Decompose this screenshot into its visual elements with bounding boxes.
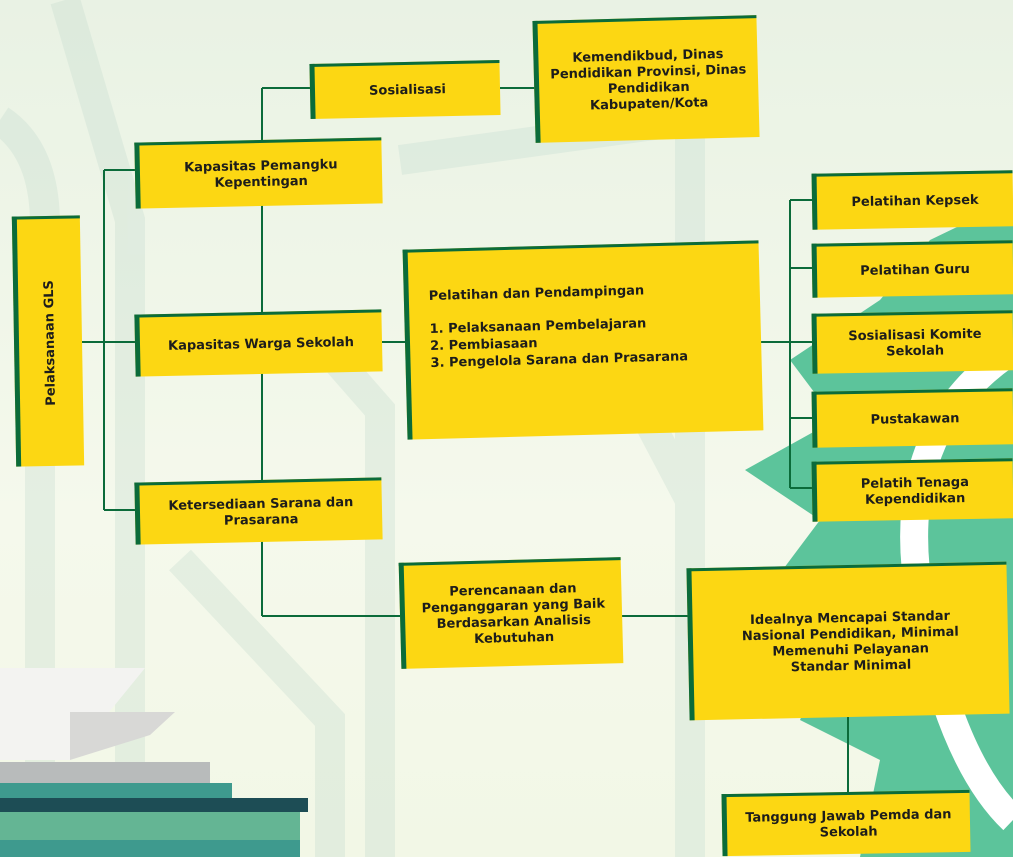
book-stack-illustration <box>0 668 308 857</box>
node-target-komite: Sosialisasi Komite Sekolah <box>811 310 1013 374</box>
target-pustakawan-label: Pustakawan <box>870 410 960 428</box>
target-tenaga-label: Pelatih Tenaga Kependidikan <box>860 474 970 508</box>
node-kapasitas-warga-label: Kapasitas Warga Sekolah <box>167 334 355 354</box>
node-tanggung-jawab: Tanggung Jawab Pemda dan Sekolah <box>721 789 971 857</box>
node-kapasitas-pemangku: Kapasitas Pemangku Kepentingan <box>134 137 383 209</box>
node-target-pustakawan: Pustakawan <box>811 388 1013 448</box>
node-perencanaan-label: Perencanaan dan Penganggaran yang Baik B… <box>421 580 606 647</box>
node-target-kepsek: Pelatihan Kepsek <box>811 170 1013 230</box>
node-target-tenaga: Pelatih Tenaga Kependidikan <box>811 458 1013 522</box>
node-kapasitas-pemangku-label: Kapasitas Pemangku Kepentingan <box>183 156 338 191</box>
root-node: Pelaksanaan GLS <box>11 215 85 467</box>
node-target-guru: Pelatihan Guru <box>811 240 1013 298</box>
node-pelatihan-pendampingan: Pelatihan dan Pendampingan 1. Pelaksanaa… <box>402 240 764 440</box>
target-kepsek-label: Pelatihan Kepsek <box>851 192 979 210</box>
target-komite-label: Sosialisasi Komite Sekolah <box>848 326 982 359</box>
root-label: Pelaksanaan GLS <box>41 279 59 406</box>
node-idealnya: Idealnya Mencapai Standar Nasional Pendi… <box>686 561 1010 721</box>
node-idealnya-label: Idealnya Mencapai Standar Nasional Pendi… <box>741 608 959 675</box>
node-sosialisasi: Sosialisasi <box>309 60 501 119</box>
node-ketersediaan-sarana: Ketersediaan Sarana dan Prasarana <box>134 477 383 545</box>
target-guru-label: Pelatihan Guru <box>860 261 970 279</box>
node-perencanaan: Perencanaan dan Penganggaran yang Baik B… <box>398 557 624 669</box>
node-sosialisasi-label: Sosialisasi <box>368 82 447 99</box>
node-kapasitas-warga: Kapasitas Warga Sekolah <box>134 309 383 377</box>
node-tanggung-jawab-label: Tanggung Jawab Pemda dan Sekolah <box>745 806 952 840</box>
node-ketersediaan-sarana-label: Ketersediaan Sarana dan Prasarana <box>168 494 354 529</box>
node-kemendikbud: Kemendikbud, Dinas Pendidikan Provinsi, … <box>532 15 760 143</box>
node-kemendikbud-label: Kemendikbud, Dinas Pendidikan Provinsi, … <box>550 46 747 113</box>
